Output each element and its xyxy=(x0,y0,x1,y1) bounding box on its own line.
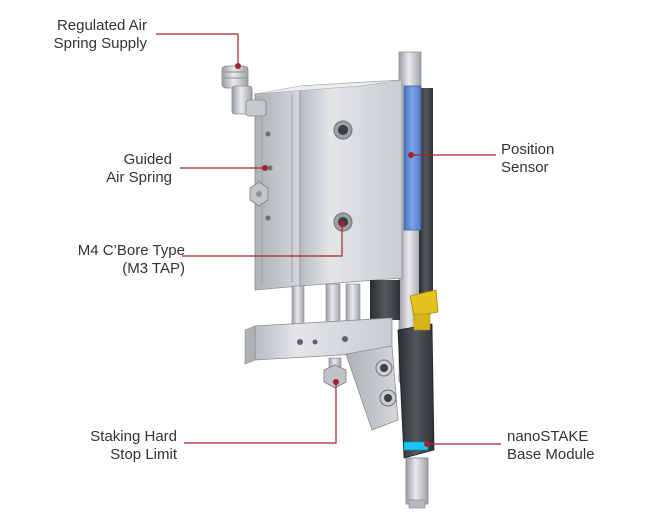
label-regulated-air-spring-supply: Regulated Air Spring Supply xyxy=(53,17,147,52)
label-staking-hard-stop-limit: Staking Hard Stop Limit xyxy=(90,428,177,463)
air-spring-body xyxy=(299,79,403,287)
label-m4-cbore-type: M4 C’Bore Type (M3 TAP) xyxy=(77,242,185,277)
leader-dots xyxy=(235,63,430,447)
label-nanostake-base-module: nanoSTAKE Base Module xyxy=(507,428,595,463)
label-guided-air-spring: Guided Air Spring xyxy=(106,151,172,186)
staking-probe xyxy=(405,457,429,505)
sensor-housing xyxy=(419,88,433,298)
air-fitting-body xyxy=(221,65,249,89)
position-sensor-strip xyxy=(403,85,422,231)
nanostake-module-body xyxy=(397,323,435,459)
leader-lines xyxy=(156,33,501,445)
yellow-clamp xyxy=(409,289,439,317)
hard-stop-nut xyxy=(323,364,347,389)
label-position-sensor: Position Sensor xyxy=(501,141,555,176)
